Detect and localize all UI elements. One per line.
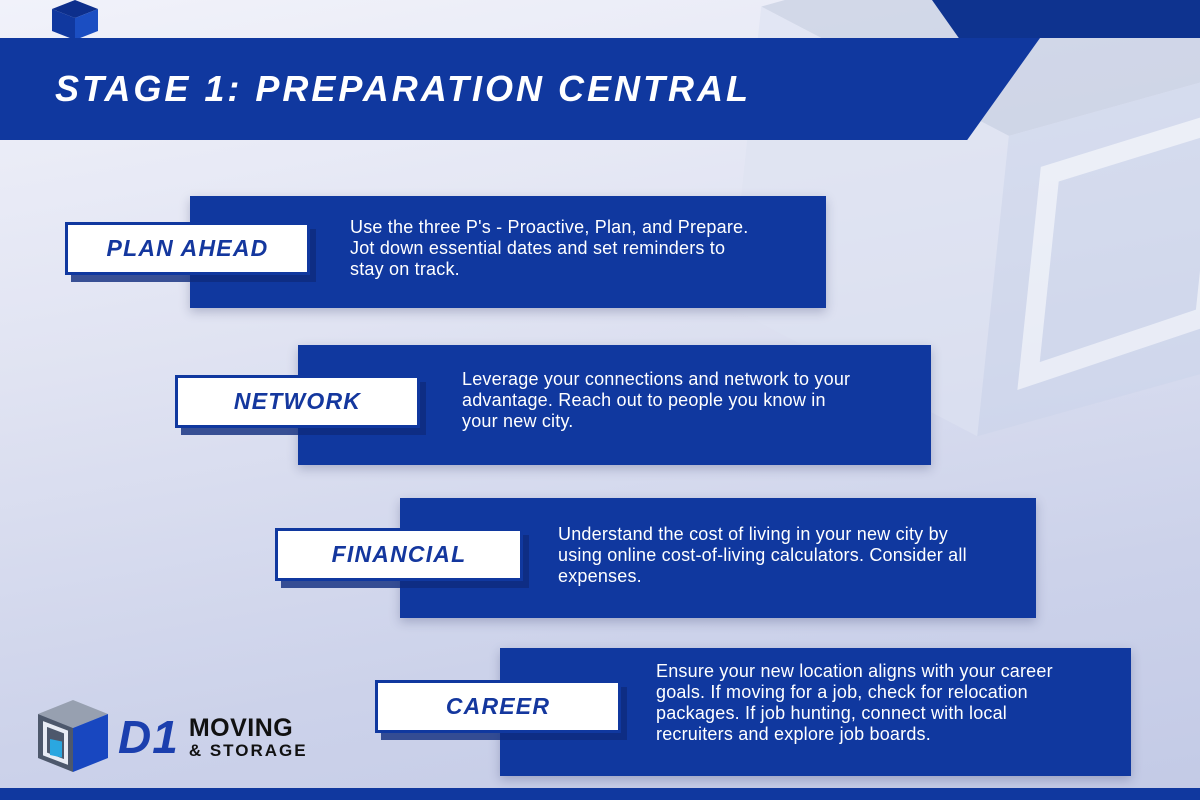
step-label-box-plan-ahead: PLAN AHEAD [65, 222, 310, 275]
step-panel-plan-ahead: Use the three P's - Proactive, Plan, and… [65, 196, 826, 308]
brand-logo: D1 MOVING & STORAGE [36, 698, 308, 776]
step-text: Use the three P's - Proactive, Plan, and… [350, 217, 749, 279]
logo-word-storage: & STORAGE [188, 740, 308, 760]
step-panel-financial: Understand the cost of living in your ne… [275, 498, 1036, 618]
bottom-accent-bar [0, 788, 1200, 800]
cube-logo-icon [38, 700, 108, 772]
step-label: NETWORK [233, 388, 362, 414]
logo-wordmark: MOVING & STORAGE [189, 715, 308, 760]
step-label-box-career: CAREER [375, 680, 621, 733]
mini-cube-icon [52, 0, 98, 40]
header-banner: STAGE 1: PREPARATION CENTRAL [0, 38, 1040, 140]
step-text: Understand the cost of living in your ne… [558, 524, 967, 586]
logo-word-moving: MOVING [188, 713, 294, 742]
step-label: PLAN AHEAD [106, 235, 269, 261]
step-panel-network: Leverage your connections and network to… [175, 345, 931, 465]
step-label: CAREER [445, 693, 551, 719]
page-title: STAGE 1: PREPARATION CENTRAL [55, 68, 752, 109]
corner-wedge-decoration [932, 0, 1200, 38]
step-text: Ensure your new location aligns with you… [656, 661, 1053, 744]
step-label: FINANCIAL [331, 541, 467, 567]
step-label-box-network: NETWORK [175, 375, 420, 428]
logo-brand-text: D1 [118, 711, 179, 763]
step-text: Leverage your connections and network to… [462, 369, 851, 431]
step-label-box-financial: FINANCIAL [275, 528, 523, 581]
step-panel-career: Ensure your new location aligns with you… [375, 648, 1131, 776]
